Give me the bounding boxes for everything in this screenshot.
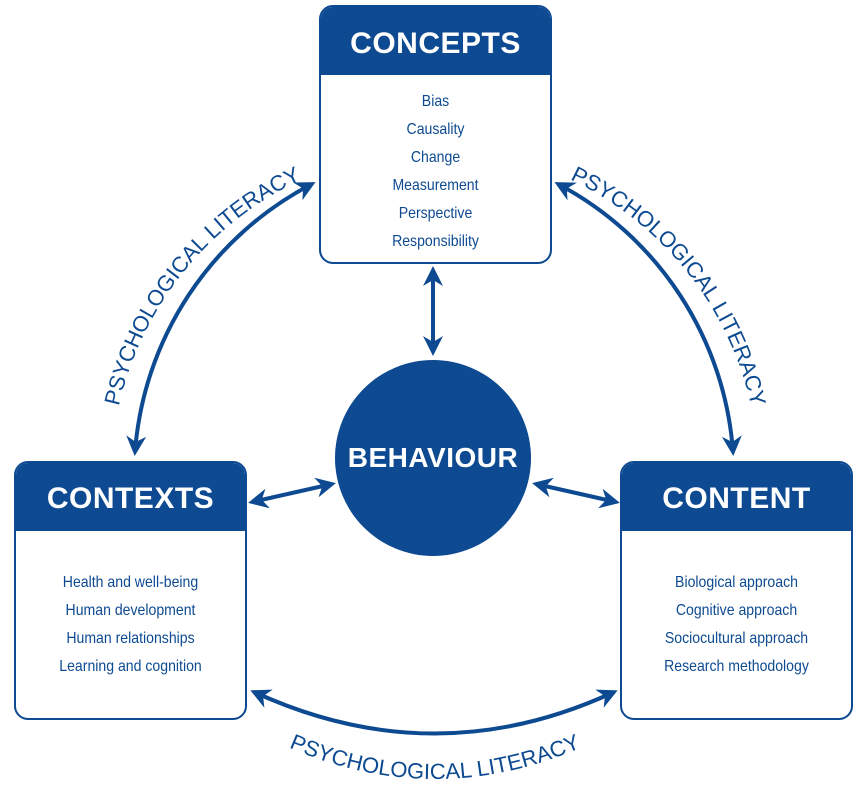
list-item: Measurement [392, 177, 479, 194]
arrow-contexts-behaviour [248, 477, 336, 509]
list-item: Responsibility [392, 233, 479, 250]
list-item: Cognitive approach [675, 602, 798, 619]
concepts-title: CONCEPTS [321, 7, 550, 75]
list-item: Change [410, 149, 461, 166]
content-box: CONTENT Biological approach Cognitive ap… [620, 461, 853, 720]
arc-label-bottom: PSYCHOLOGICAL LITERACY [287, 729, 584, 784]
arc-label-left: PSYCHOLOGICAL LITERACY [99, 161, 304, 407]
list-item: Research methodology [664, 658, 809, 675]
list-item: Human relationships [66, 630, 195, 647]
list-item: Sociocultural approach [664, 630, 809, 647]
list-item: Learning and cognition [59, 658, 202, 675]
contexts-box: CONTEXTS Health and well-being Human dev… [14, 461, 247, 720]
list-item: Human development [65, 602, 196, 619]
list-item: Perspective [398, 205, 473, 222]
concepts-box: CONCEPTS Bias Causality Change Measureme… [319, 5, 552, 264]
content-list: Biological approach Cognitive approach S… [622, 531, 851, 681]
arrow-content-behaviour [532, 477, 620, 509]
arc-arrow-bottom [250, 689, 618, 736]
list-item: Biological approach [675, 574, 798, 591]
arc-label-right: PSYCHOLOGICAL LITERACY [568, 161, 771, 408]
behaviour-label: BEHAVIOUR [347, 442, 519, 473]
contexts-list: Health and well-being Human development … [16, 531, 245, 681]
list-item: Causality [406, 121, 465, 138]
contexts-title: CONTEXTS [16, 463, 245, 531]
concepts-list: Bias Causality Change Measurement Perspe… [321, 75, 550, 256]
arc-arrow-left [126, 182, 316, 456]
arc-arrow-right [554, 182, 742, 456]
content-title: CONTENT [622, 463, 851, 531]
list-item: Bias [421, 93, 450, 110]
behaviour-circle: BEHAVIOUR [335, 360, 531, 556]
list-item: Health and well-being [62, 574, 199, 591]
